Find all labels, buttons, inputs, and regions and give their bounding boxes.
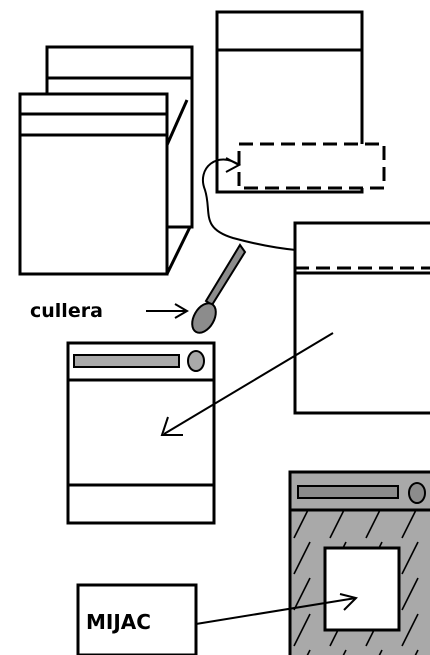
spoon-arrow <box>146 304 187 318</box>
grey-dishwasher-knob <box>409 483 425 503</box>
dishwasher-knob <box>188 351 204 371</box>
dashed-drawer <box>239 144 384 188</box>
spoon-icon <box>187 245 245 337</box>
dishwasher-panel <box>74 355 179 367</box>
spoon-label: cullera <box>30 300 103 322</box>
front-cabinet <box>20 94 190 274</box>
mijac-label: MIJAC <box>86 610 151 634</box>
middle-right-cabinet <box>295 223 430 413</box>
grey-dishwasher-panel <box>298 486 398 498</box>
white-rack-box <box>325 548 399 630</box>
